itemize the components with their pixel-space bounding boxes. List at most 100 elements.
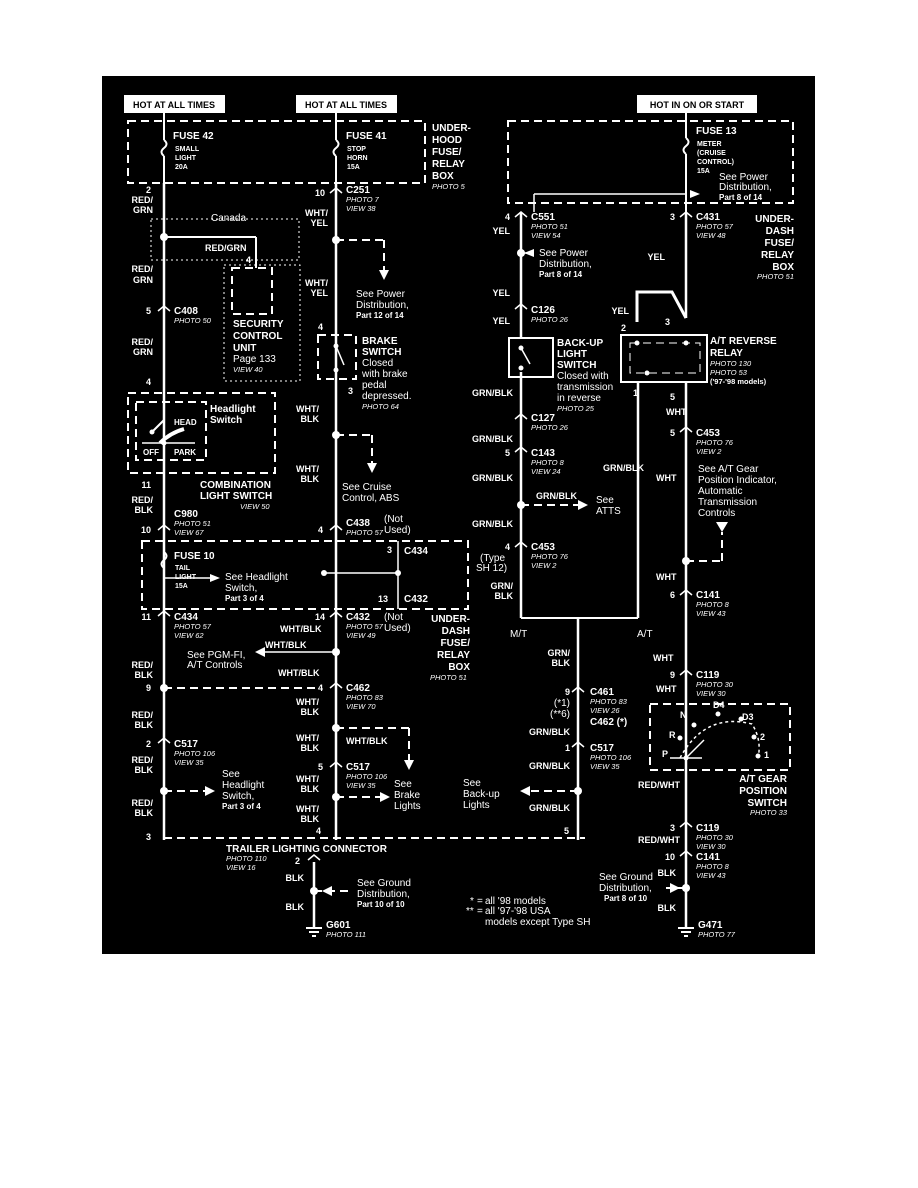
svg-text:('97-'98 models): ('97-'98 models) [710,377,767,386]
svg-text:C432: C432 [404,594,428,605]
svg-text:BLK: BLK [552,658,571,668]
ground-g471: G471 PHOTO 77 [678,905,736,939]
svg-text:GRN/: GRN/ [548,648,571,658]
ref-pgmfi: See PGM-FI, A/T Controls [187,650,245,671]
svg-text:A/T GEAR: A/T GEAR [739,774,788,785]
svg-text:11: 11 [141,612,151,622]
connector-c453-left: 4 C453 PHOTO 76 VIEW 2 (Type SH 12) [476,541,569,574]
svg-text:5: 5 [146,306,151,316]
svg-text:9: 9 [146,683,151,693]
svg-text:UNDER-: UNDER- [755,214,794,225]
svg-text:BLK: BLK [301,414,320,424]
svg-text:DASH: DASH [442,626,470,637]
svg-text:Part 8 of 14: Part 8 of 14 [719,193,763,202]
svg-text:PHOTO 33: PHOTO 33 [750,808,788,817]
svg-text:Closed with: Closed with [557,371,609,382]
svg-text:PHOTO 106: PHOTO 106 [590,753,632,762]
connector-c462: 4 C462 PHOTO 83 VIEW 70 [318,682,384,711]
wire-grn-blk-h-1: GRN/BLK [472,388,513,398]
svg-text:YEL: YEL [310,218,328,228]
svg-text:RED/: RED/ [131,337,153,347]
svg-text:TAIL: TAIL [175,565,191,572]
svg-text:VIEW 24: VIEW 24 [531,467,561,476]
brake-switch-contacts [333,343,345,373]
svg-text:METER: METER [697,141,722,148]
svg-text:See PGM-FI,: See PGM-FI, [187,650,245,661]
svg-text:FUSE 42: FUSE 42 [173,131,214,142]
svg-text:4: 4 [505,212,510,222]
svg-text:VIEW 26: VIEW 26 [590,706,620,715]
svg-text:PHOTO 51: PHOTO 51 [430,673,467,682]
connector-c119-upper: 9 C119 PHOTO 30 VIEW 30 [670,669,734,698]
svg-text:See Power: See Power [539,248,589,259]
svg-text:HORN: HORN [347,155,368,162]
svg-text:Headlight: Headlight [210,404,256,415]
svg-text:HOT IN ON OR START: HOT IN ON OR START [650,100,745,110]
svg-text:VIEW 30: VIEW 30 [696,842,726,851]
svg-text:C408: C408 [174,306,198,317]
wire-red-blk-5: RED/ BLK [131,798,153,818]
svg-text:DASH: DASH [766,226,794,237]
svg-text:11: 11 [141,480,151,490]
svg-text:See: See [222,769,240,780]
svg-text:RELAY: RELAY [761,250,794,261]
svg-text:PHOTO 53: PHOTO 53 [710,368,748,377]
gear-switch-contacts: N D4 D3 R 2 P 1 [662,700,769,761]
svg-text:C461: C461 [590,687,614,698]
svg-text:BLK: BLK [301,743,320,753]
svg-text:RED/: RED/ [131,264,153,274]
wire-grn-blk-h-6: GRN/BLK [529,727,570,737]
svg-text:TRAILER LIGHTING CONNECTOR: TRAILER LIGHTING CONNECTOR [226,844,388,855]
wire-wht-2: WHT [656,473,677,483]
connector-c432-lower: 14 C432 PHOTO 57 VIEW 49 (Not Used) [315,611,411,640]
headlight-switch-contacts: HEAD OFF PARK [142,393,197,457]
svg-text:pedal: pedal [362,380,386,391]
at-gear-switch-label: A/T GEAR POSITION SWITCH PHOTO 33 [739,774,788,817]
svg-text:models except Type SH: models except Type SH [485,917,590,928]
svg-text:BOX: BOX [772,262,794,273]
svg-text:G471: G471 [698,920,723,931]
svg-text:C517: C517 [346,762,370,773]
svg-text:C551: C551 [531,212,555,223]
svg-text:(Type: (Type [480,553,505,564]
svg-text:**: ** [466,906,474,917]
wire-red-grn-1: RED/ GRN [131,195,153,215]
svg-text:See Ground: See Ground [357,878,411,889]
svg-text:4: 4 [318,322,323,332]
svg-text:VIEW 30: VIEW 30 [696,689,726,698]
svg-text:LIGHT SWITCH: LIGHT SWITCH [200,491,272,502]
svg-text:VIEW 43: VIEW 43 [696,871,726,880]
svg-text:Switch: Switch [210,415,242,426]
connector-c434-lower: 11 C434 PHOTO 57 VIEW 62 [141,610,212,640]
svg-text:BLK: BLK [135,670,154,680]
svg-text:1: 1 [633,388,638,398]
svg-text:Back-up: Back-up [463,789,500,800]
ref-brake-lights: See Brake Lights [394,779,421,812]
svg-text:C126: C126 [531,305,555,316]
svg-text:BRAKE: BRAKE [362,336,398,347]
svg-text:C434: C434 [404,546,428,557]
svg-text:WHT/: WHT/ [305,208,328,218]
svg-text:SMALL: SMALL [175,146,200,153]
svg-text:PHOTO 64: PHOTO 64 [362,402,399,411]
svg-text:SECURITY: SECURITY [233,319,284,330]
svg-text:PHOTO 57: PHOTO 57 [696,222,734,231]
connector-c551: 4 C551 PHOTO 51 VIEW 54 [505,211,568,240]
svg-text:See Power: See Power [719,172,769,183]
svg-text:RED/: RED/ [131,710,153,720]
svg-text:Distribution,: Distribution, [357,889,410,900]
svg-text:4: 4 [318,525,323,535]
diagram-background [102,76,815,954]
svg-text:N: N [680,710,687,720]
svg-text:15A: 15A [175,583,188,590]
svg-text:C251: C251 [346,185,370,196]
connector-c141-lower: 10 C141 PHOTO 8 VIEW 43 [665,850,730,880]
svg-text:VIEW 2: VIEW 2 [531,561,557,570]
wire-red-grn-3: RED/ GRN [131,337,153,357]
ref-power-12: See Power Distribution, Part 12 of 14 [356,289,409,320]
svg-text:PHOTO 5: PHOTO 5 [432,182,466,191]
backup-switch-label: BACK-UP LIGHT SWITCH Closed with transmi… [557,338,613,413]
svg-text:VIEW 67: VIEW 67 [174,528,204,537]
svg-text:FUSE 13: FUSE 13 [696,126,737,137]
svg-text:FUSE 10: FUSE 10 [174,551,215,562]
